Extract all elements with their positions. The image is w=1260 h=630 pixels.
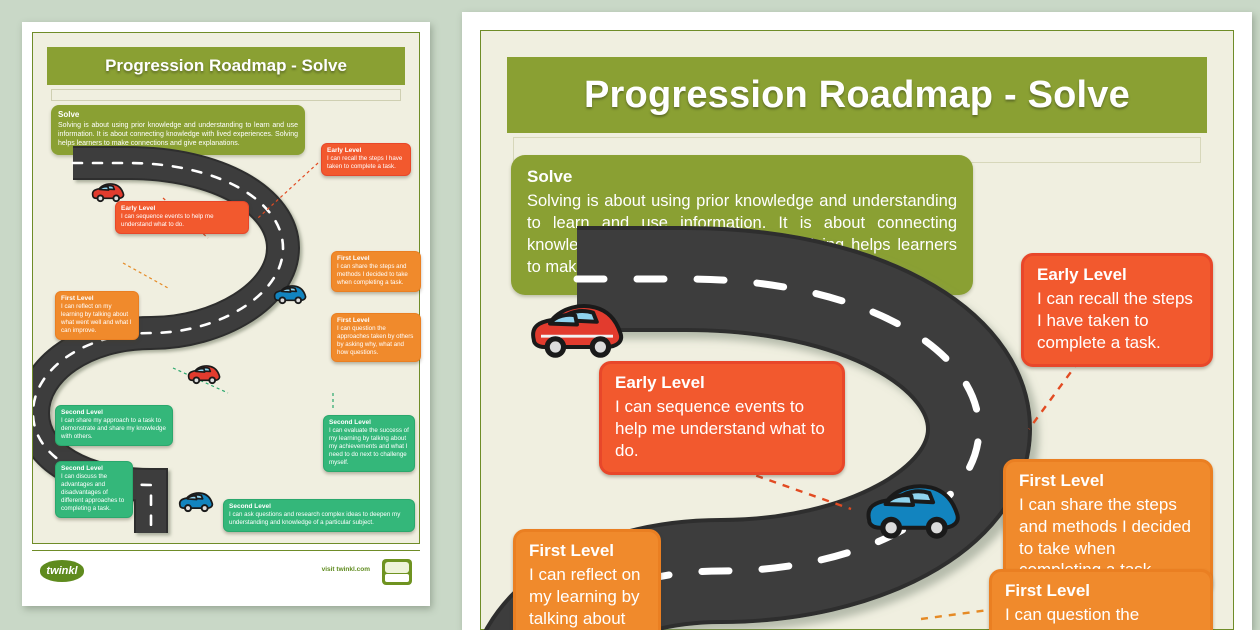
callout-body-text: I can recall the steps I have taken to c…: [1037, 289, 1193, 352]
callout-first-2[interactable]: First Level I can question the approache…: [989, 569, 1213, 630]
twinkl-logo[interactable]: twinkl: [40, 560, 84, 582]
callout-level-label: Early Level: [121, 205, 156, 212]
callout-level-label: Second Level: [61, 465, 103, 472]
callout-body-text: I can share the steps and methods I deci…: [337, 263, 408, 286]
callout-second-1[interactable]: Second Level I can share my approach to …: [55, 405, 173, 446]
thumbnail-title-bar: Progression Roadmap - Solve: [47, 47, 405, 85]
callout-level-label: Early Level: [615, 373, 705, 392]
description-heading: Solve: [58, 110, 80, 119]
callout-body-text: I can evaluate the success of my learnin…: [329, 427, 409, 466]
thumbnail-page-body: Progression Roadmap - Solve Solve Solvin…: [32, 32, 421, 544]
callout-first-1[interactable]: First Level I can share the steps and me…: [331, 251, 421, 292]
callout-early-2[interactable]: Early Level I can sequence events to hel…: [599, 361, 845, 476]
callout-level-label: Second Level: [61, 409, 103, 416]
car-red-top-icon: [91, 183, 125, 203]
callout-first-2[interactable]: First Level I can question the approache…: [331, 313, 421, 362]
callout-second-2[interactable]: Second Level I can discuss the advantage…: [55, 461, 133, 518]
callout-second-3[interactable]: Second Level I can evaluate the success …: [323, 415, 415, 472]
callout-first-3[interactable]: First Level I can reflect on my learning…: [55, 291, 139, 340]
callout-level-label: Second Level: [329, 419, 371, 426]
description-heading: Solve: [527, 167, 573, 186]
poster-enlarged[interactable]: Progression Roadmap - Solve Solve Solvin…: [462, 12, 1252, 630]
visit-twinkl-text[interactable]: visit twinkl.com: [322, 566, 370, 573]
callout-level-label: Early Level: [327, 147, 362, 154]
callout-body-text: I can discuss the advantages and disadva…: [61, 473, 125, 512]
car-blue-upper-icon: [273, 285, 307, 305]
thumbnail-title-underline: [51, 89, 401, 101]
car-red-top-icon: [531, 304, 624, 358]
page-title: Progression Roadmap - Solve: [105, 56, 347, 75]
callout-early-1[interactable]: Early Level I can recall the steps I hav…: [1021, 253, 1213, 368]
callout-body-text: I can share the steps and methods I deci…: [1019, 495, 1192, 579]
callout-body-text: I can share my approach to a task to dem…: [61, 417, 166, 440]
callout-body-text: I can ask questions and research complex…: [229, 511, 401, 526]
callout-level-label: First Level: [61, 295, 94, 302]
callout-level-label: First Level: [1019, 471, 1105, 490]
description-body: Solving is about using prior knowledge a…: [58, 122, 298, 148]
poster-thumbnail[interactable]: Progression Roadmap - Solve Solve Solvin…: [22, 22, 430, 606]
callout-level-label: First Level: [1005, 581, 1091, 600]
callout-body-text: I can reflect on my learning by talking …: [61, 303, 132, 334]
callout-level-label: Second Level: [229, 503, 271, 510]
callout-early-2[interactable]: Early Level I can sequence events to hel…: [115, 201, 249, 234]
callout-second-4[interactable]: Second Level I can ask questions and res…: [223, 499, 415, 532]
callout-first-3[interactable]: First Level I can reflect on my learning…: [513, 529, 661, 630]
car-blue-lower-icon: [866, 484, 960, 539]
callout-body-text: I can question the approaches taken by o…: [1005, 605, 1163, 630]
twinkl-badge-icon: [382, 559, 412, 585]
enlarged-title-bar: Progression Roadmap - Solve: [507, 57, 1207, 133]
thumbnail-footer: twinkl visit twinkl.com: [32, 550, 420, 598]
callout-level-label: First Level: [337, 317, 370, 324]
car-red-middle-icon: [187, 365, 221, 385]
callout-body-text: I can reflect on my learning by talking …: [529, 565, 641, 628]
road-illustration: [33, 146, 301, 535]
callout-level-label: Early Level: [1037, 265, 1127, 284]
visit-twinkl-label: visit twinkl.com: [321, 566, 370, 573]
enlarged-page-body: Progression Roadmap - Solve Solve Solvin…: [480, 30, 1234, 630]
callout-body-text: I can recall the steps I have taken to c…: [327, 155, 403, 170]
car-blue-lower-icon: [178, 492, 214, 513]
twinkl-logo-text: twinkl: [46, 565, 78, 577]
callout-body-text: I can sequence events to help me underst…: [121, 213, 214, 228]
callout-body-text: I can question the approaches taken by o…: [337, 325, 414, 356]
callout-early-1[interactable]: Early Level I can recall the steps I hav…: [321, 143, 411, 176]
callout-body-text: I can sequence events to help me underst…: [615, 397, 825, 460]
callout-level-label: First Level: [337, 255, 370, 262]
page-title: Progression Roadmap - Solve: [584, 73, 1130, 116]
callout-level-label: First Level: [529, 541, 615, 560]
